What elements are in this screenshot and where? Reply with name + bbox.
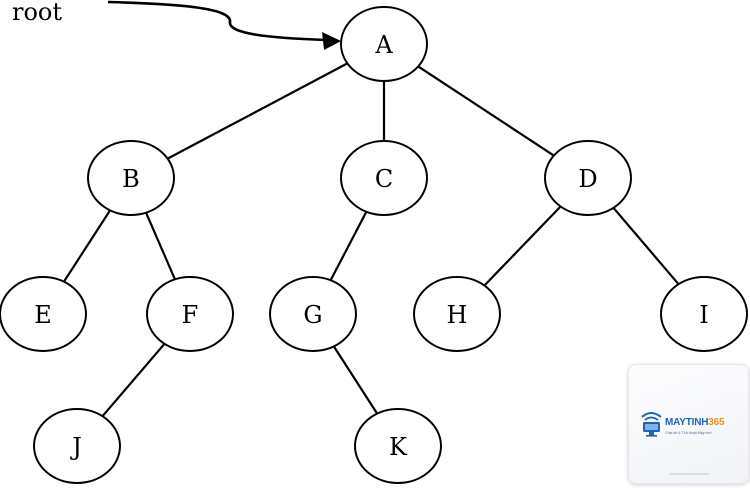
- node-circle-d: [544, 140, 632, 216]
- edge-d-i: [612, 207, 680, 285]
- node-a: A: [340, 6, 428, 82]
- node-j: J: [33, 408, 121, 484]
- monitor-wifi-icon: [641, 412, 662, 437]
- node-circle-g: [269, 276, 357, 352]
- node-circle-j: [33, 408, 121, 484]
- node-d: D: [544, 140, 632, 216]
- node-f: F: [146, 276, 234, 352]
- node-label-b: B: [122, 165, 140, 193]
- edge-f-j: [101, 343, 166, 417]
- nodes-layer: A B C D E F G H I J K: [0, 6, 748, 484]
- watermark-tagline: Chia sẻ & Thủ thuật Máy tính: [665, 431, 712, 435]
- edges-layer: [62, 62, 680, 417]
- node-circle-f: [146, 276, 234, 352]
- node-e: E: [0, 276, 87, 352]
- edge-b-e: [62, 209, 112, 283]
- node-label-f: F: [182, 301, 199, 329]
- edge-a-d: [417, 65, 555, 157]
- node-label-c: C: [375, 165, 393, 193]
- watermark-brand: MAYTINH365: [665, 417, 725, 428]
- edge-c-g: [329, 211, 368, 281]
- node-circle-c: [340, 140, 428, 216]
- node-label-g: G: [303, 301, 322, 329]
- node-label-e: E: [34, 301, 52, 329]
- node-label-j: J: [69, 433, 82, 461]
- node-label-k: K: [389, 433, 408, 461]
- node-circle-i: [660, 276, 748, 352]
- edge-g-k: [332, 345, 379, 415]
- root-label: root: [12, 0, 62, 26]
- node-k: K: [354, 408, 442, 484]
- node-circle-k: [354, 408, 442, 484]
- node-circle-h: [413, 276, 501, 352]
- node-h: H: [413, 276, 501, 352]
- edge-a-b: [167, 62, 348, 160]
- root-arrow: [107, 0, 327, 42]
- node-label-a: A: [374, 31, 393, 59]
- node-circle-b: [87, 140, 175, 216]
- node-g: G: [269, 276, 357, 352]
- node-circle-e: [0, 276, 87, 352]
- watermark-logo: MAYTINH365 Chia sẻ & Thủ thuật Máy tính: [628, 364, 749, 484]
- root-pointer: root: [12, 0, 341, 50]
- node-label-h: H: [447, 301, 468, 329]
- node-i: I: [660, 276, 748, 352]
- node-label-d: D: [578, 165, 597, 193]
- node-circle-a: [340, 6, 428, 82]
- edge-b-f: [145, 212, 176, 280]
- root-arrowhead: [322, 32, 341, 50]
- edge-d-h: [483, 205, 562, 287]
- node-b: B: [87, 140, 175, 216]
- node-c: C: [340, 140, 428, 216]
- node-label-i: I: [699, 301, 708, 329]
